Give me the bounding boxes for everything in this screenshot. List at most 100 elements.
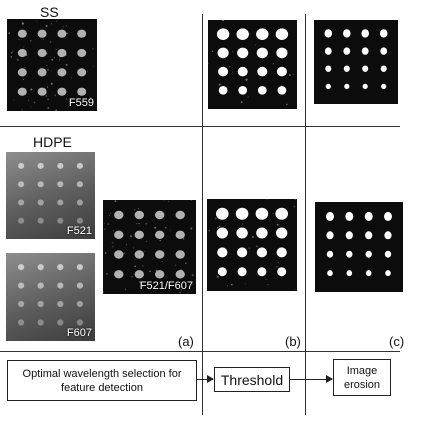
noise-speck [65,98,67,100]
noise-speck [231,283,233,286]
sample-spot [217,47,229,59]
noise-speck [139,226,141,228]
noise-speck [163,200,165,202]
sample-spot [134,250,144,259]
noise-speck [170,229,171,231]
sample-spot [57,48,67,58]
sample-spot [236,28,249,40]
noise-speck [267,284,269,285]
noise-speck [143,251,145,253]
noise-speck [218,225,221,228]
sample-spot [324,29,333,38]
noise-speck [54,94,57,97]
column-divider-2 [305,14,306,415]
sample-spot [361,29,369,38]
sample-spot [365,270,372,277]
hdpe-f607-tag: F607 [66,327,92,339]
noise-speck [208,229,210,232]
row-divider-1 [0,126,400,127]
sample-spot [37,199,44,206]
noise-speck [217,226,219,229]
hdpe-f607-spots [18,264,83,326]
sample-spot [37,87,47,96]
sample-spot [114,250,124,259]
sample-spot [155,210,165,220]
noise-speck [105,272,109,276]
sample-spot [384,211,392,221]
sample-spot [257,267,267,277]
noise-speck [12,51,14,53]
noise-speck [62,26,64,28]
sample-spot [175,210,185,220]
sample-spot [277,86,287,95]
noise-speck [180,289,182,291]
noise-speck [65,25,67,27]
noise-speck [45,24,48,27]
sample-spot [76,264,83,271]
sample-spot [18,282,25,289]
sample-spot [18,264,25,271]
sample-spot [326,211,334,221]
sample-spot [57,68,67,77]
sample-spot [57,264,64,271]
noise-speck [265,278,267,280]
sample-spot [237,247,248,258]
noise-speck [131,276,133,278]
noise-speck [123,252,125,254]
noise-speck [248,247,251,250]
noise-speck [240,101,243,103]
threshold-label: Threshold [220,371,284,388]
noise-speck [66,32,69,35]
noise-speck [192,283,194,285]
hdpe-f521-tag: F521 [66,225,92,237]
threshold-box: Threshold [214,367,290,392]
erosion-line2: erosion [343,378,381,391]
noise-speck [10,56,13,58]
sample-spot [325,83,331,90]
sample-spot [237,66,248,77]
sample-spot [76,282,83,289]
noise-speck [293,73,295,75]
sample-spot [18,162,25,169]
noise-speck [103,222,105,224]
noise-speck [104,228,106,230]
sample-spot [237,47,249,59]
noise-speck [107,223,109,225]
sample-spot [384,250,392,258]
noise-speck [208,62,209,65]
sample-spot [114,210,124,220]
sample-spot [57,181,64,188]
sample-spot [343,47,351,55]
sample-spot [37,300,44,308]
sample-spot [37,48,47,58]
noise-speck [16,58,19,62]
noise-speck [276,223,279,226]
sample-spot [384,231,392,240]
sample-spot [276,227,288,239]
noise-speck [255,44,257,46]
sample-spot [37,29,47,38]
sample-spot [379,29,388,38]
noise-speck [293,205,296,208]
noise-speck [151,288,153,290]
sample-spot [345,231,353,240]
noise-speck [109,214,111,216]
noise-speck [161,261,163,263]
hdpe-f607-image: F607 [6,253,95,341]
column-label-b: (b) [285,334,301,349]
sample-spot [18,300,25,308]
wavelength-selection-line1: Optimal wavelength selection for [22,367,182,380]
sample-spot [218,86,228,95]
sample-spot [76,162,83,169]
noise-speck [228,65,231,68]
noise-speck [134,265,136,267]
sample-spot [57,217,64,224]
sample-spot [257,86,267,95]
noise-speck [232,209,234,211]
sample-spot [37,162,44,169]
sample-spot [365,250,372,258]
noise-speck [30,88,33,91]
noise-speck [145,240,148,243]
sample-spot [17,87,27,96]
sample-spot [237,267,247,277]
